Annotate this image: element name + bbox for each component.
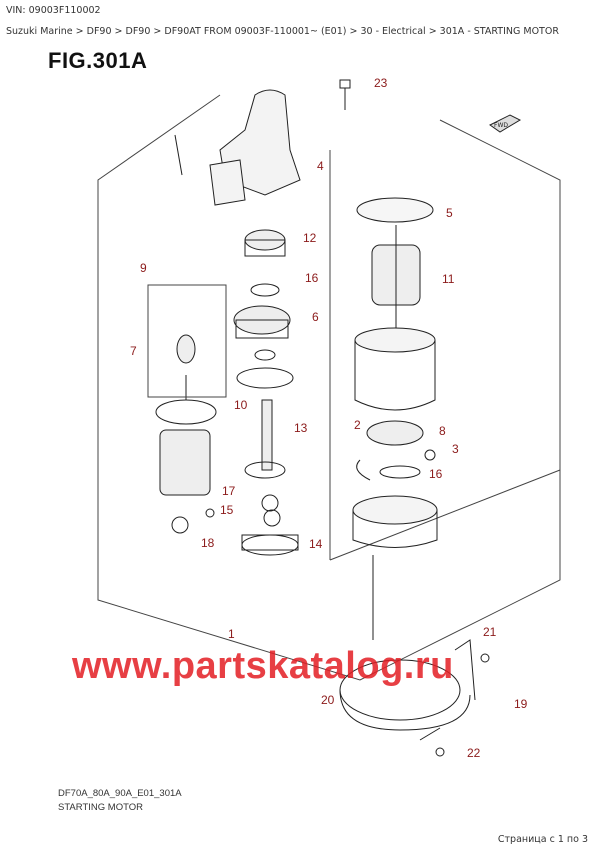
bolt-part-22 [435,747,445,757]
armature-part-11 [371,225,421,330]
callout-6[interactable]: 6 [312,310,319,324]
callout-11[interactable]: 11 [442,272,455,286]
plate-part-5 [356,197,434,223]
callout-15[interactable]: 15 [220,503,234,517]
callout-9[interactable]: 9 [140,261,147,275]
ring-part-16 [250,283,280,297]
cover-part-4 [209,89,301,206]
solenoid-part-7 [176,334,196,364]
callout-14[interactable]: 14 [309,537,323,551]
yoke-part [354,327,436,411]
callout-10[interactable]: 10 [234,398,248,412]
motor-body-part [159,429,211,496]
callout-3[interactable]: 3 [452,442,459,456]
callout-18[interactable]: 18 [201,536,215,550]
callout-23[interactable]: 23 [374,76,388,90]
housing-part-6 [233,305,291,339]
figure-code: DF70A_80A_90A_E01_301A [58,788,182,799]
watermark: www.partskatalog.ru [72,645,454,687]
lead-part-2 [356,459,371,481]
figure-title: FIG.301A [48,48,148,73]
bolt-part-21 [480,653,490,663]
callout-16[interactable]: 16 [305,271,319,285]
bolt-part-23 [339,79,351,110]
vin-label: VIN: 09003F110002 [6,5,101,16]
callout-12[interactable]: 12 [303,231,317,245]
callout-7[interactable]: 7 [130,344,137,358]
callout-19[interactable]: 19 [514,697,528,711]
callout-20[interactable]: 20 [321,693,335,707]
brush-holder-part-8 [366,420,424,446]
plate-part-10 [155,399,217,425]
callout-16b[interactable]: 16 [429,467,443,481]
callout-5[interactable]: 5 [446,206,453,220]
nut-part-3 [424,449,436,461]
end-cover-part [352,495,438,548]
band-part-19 [339,639,476,741]
breadcrumb[interactable]: Suzuki Marine > DF90 > DF90 > DF90AT FRO… [6,26,559,37]
fwd-arrow-icon: FWD [489,114,522,133]
clip-part-18 [171,516,189,534]
callout-17[interactable]: 17 [222,484,236,498]
callout-22[interactable]: 22 [467,746,481,760]
page-indicator: Страница с 1 по 3 [497,834,588,845]
callout-8[interactable]: 8 [439,424,446,438]
gear-part-14 [241,534,299,556]
gear-part-15 [261,494,279,512]
callout-21[interactable]: 21 [483,625,497,639]
callout-1[interactable]: 1 [228,627,235,641]
fwd-label: FWD [494,122,508,129]
assembly-frame [97,94,561,681]
callout-2[interactable]: 2 [354,418,361,432]
shaft-part-13 [261,399,273,471]
figure-caption: STARTING MOTOR [58,802,143,813]
callout-13[interactable]: 13 [294,421,308,435]
pinion-part-12 [244,229,286,257]
callout-4[interactable]: 4 [317,159,324,173]
